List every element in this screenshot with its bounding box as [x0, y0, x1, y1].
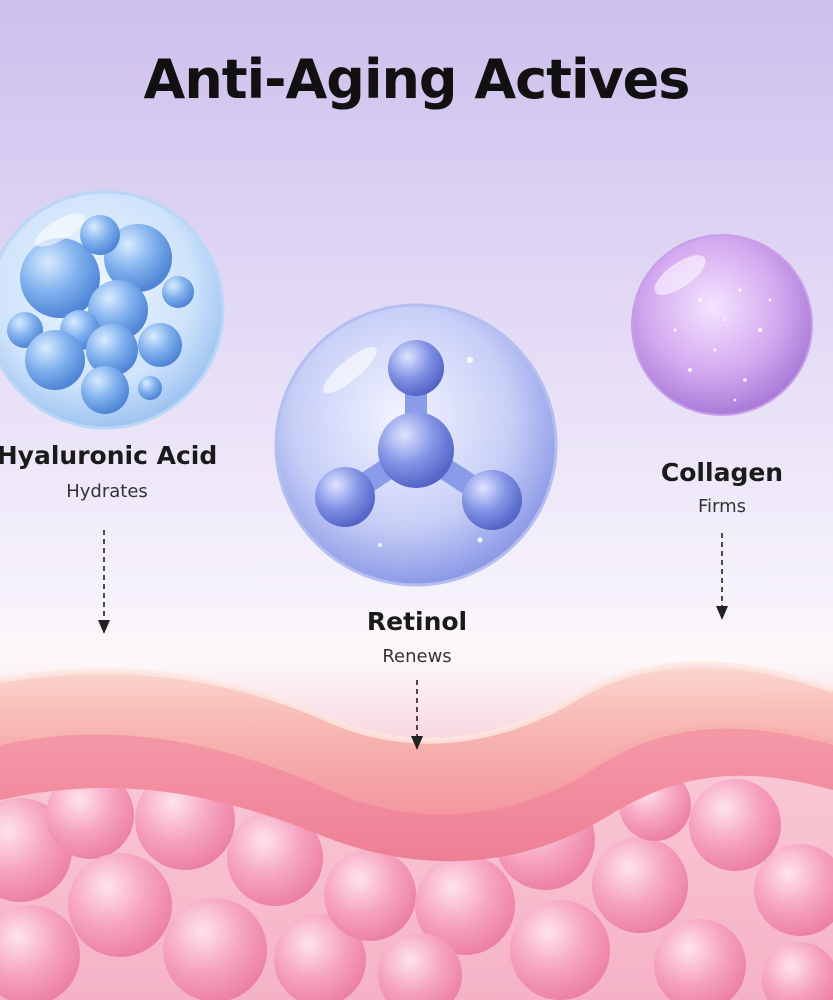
ingredient-benefit-retinol: Renews — [382, 646, 452, 667]
ingredient-benefit-collagen: Firms — [697, 496, 747, 517]
arrow-retinol-icon — [411, 680, 423, 750]
ingredient-name-retinol: Retinol — [366, 607, 468, 636]
collagen-sphere — [631, 234, 813, 416]
skin-layer — [0, 661, 833, 1000]
ingredient-name-hyaluronic: Hyaluronic Acid — [0, 441, 218, 470]
skin-cells — [0, 769, 833, 1000]
hyaluronic-sphere — [0, 190, 225, 430]
page-title: Anti-Aging Actives — [143, 48, 691, 111]
arrow-collagen-icon — [716, 533, 728, 620]
ingredient-name-collagen: Collagen — [660, 458, 784, 487]
arrow-hyaluronic-icon — [98, 530, 110, 634]
ingredient-benefit-hyaluronic: Hydrates — [66, 481, 148, 502]
retinol-sphere — [274, 303, 558, 587]
